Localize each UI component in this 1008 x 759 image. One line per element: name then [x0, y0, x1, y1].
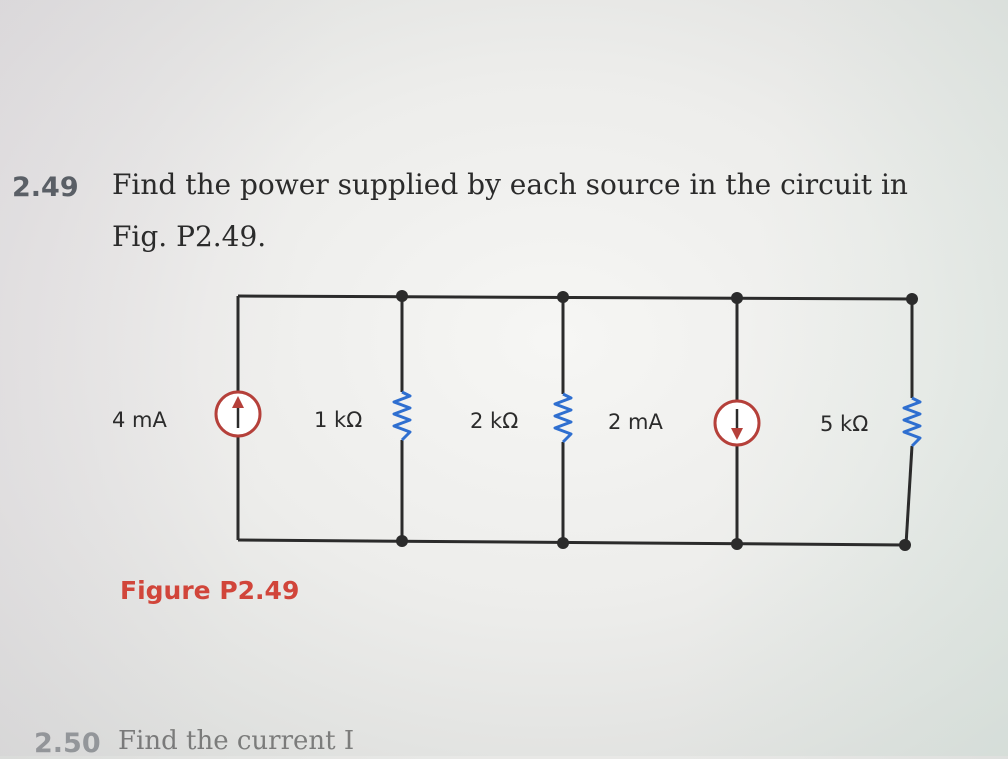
- node-bottom-1: [396, 535, 408, 547]
- label-resistor-2k: 2 kΩ: [470, 409, 518, 433]
- node-top-4: [906, 293, 918, 305]
- junction-nodes: [396, 290, 918, 551]
- label-resistor-1k: 1 kΩ: [314, 408, 362, 432]
- node-top-2: [557, 291, 569, 303]
- arrow-down-icon: [731, 428, 743, 440]
- node-top-3: [731, 292, 743, 304]
- wires: [236, 294, 914, 547]
- arrow-up-icon: [232, 396, 244, 408]
- node-top-1: [396, 290, 408, 302]
- next-problem-statement: Find the current I: [118, 726, 355, 756]
- label-source-4ma: 4 mA: [112, 408, 167, 432]
- current-source-2ma: [713, 399, 761, 447]
- label-resistor-5k: 5 kΩ: [820, 412, 868, 436]
- problem-statement-line-1: Find the power supplied by each source i…: [112, 168, 908, 201]
- label-source-2ma: 2 mA: [608, 410, 663, 434]
- resistor-1k: [392, 390, 412, 442]
- resistor-2k: [553, 392, 573, 444]
- problem-statement-line-2: Fig. P2.49.: [112, 220, 267, 253]
- node-bottom-4: [899, 539, 911, 551]
- node-bottom-3: [731, 538, 743, 550]
- current-source-4ma: [214, 390, 262, 438]
- next-problem-number: 2.50: [34, 728, 101, 759]
- figure-caption: Figure P2.49: [120, 576, 300, 605]
- resistor-5k: [902, 396, 922, 448]
- problem-number: 2.49: [12, 172, 79, 203]
- node-bottom-2: [557, 537, 569, 549]
